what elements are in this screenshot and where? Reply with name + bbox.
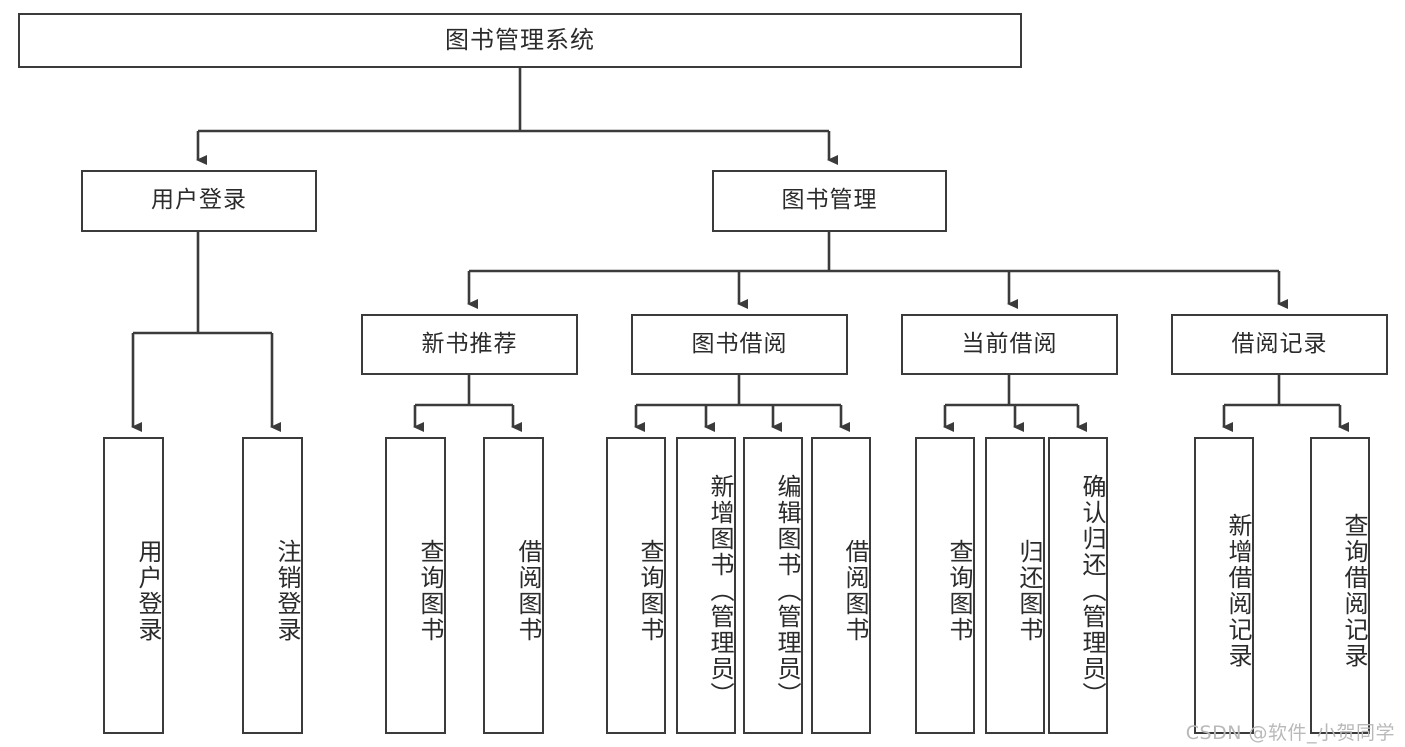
node-label: 新增借阅记录 — [1224, 512, 1252, 669]
node-label: 新增图书（管理员） — [706, 473, 734, 708]
node-label: 查询图书 — [416, 538, 444, 643]
node-book-management[interactable]: 图书管理 — [712, 170, 947, 232]
leaf-logout-login[interactable]: 注销登录 — [242, 437, 303, 734]
node-borrow-record[interactable]: 借阅记录 — [1171, 314, 1388, 375]
node-label: 注销登录 — [273, 538, 301, 643]
leaf-confirm-return-admin[interactable]: 确认归还（管理员） — [1048, 437, 1108, 734]
node-user-login[interactable]: 用户登录 — [81, 170, 317, 232]
node-label: 查询图书 — [636, 538, 664, 643]
node-label: 查询图书 — [945, 538, 973, 643]
node-label: 用户登录 — [134, 538, 162, 643]
node-label: 当前借阅 — [961, 330, 1058, 357]
node-label: 图书管理 — [781, 187, 878, 214]
leaf-query-book-borrow[interactable]: 查询图书 — [606, 437, 666, 734]
leaf-user-login[interactable]: 用户登录 — [103, 437, 164, 734]
node-new-book-recommend[interactable]: 新书推荐 — [361, 314, 578, 375]
watermark-text: CSDN @软件_小贺同学 — [1185, 722, 1395, 744]
node-label: 编辑图书（管理员） — [773, 473, 801, 708]
leaf-query-book-current[interactable]: 查询图书 — [915, 437, 975, 734]
node-label: 图书管理系统 — [445, 26, 595, 55]
node-label: 借阅图书 — [841, 538, 869, 643]
leaf-borrow-book[interactable]: 借阅图书 — [811, 437, 871, 734]
node-label: 借阅图书 — [514, 538, 542, 643]
leaf-return-book[interactable]: 归还图书 — [985, 437, 1045, 734]
node-label: 用户登录 — [151, 187, 247, 214]
node-label: 新书推荐 — [421, 330, 518, 357]
leaf-query-borrow-record[interactable]: 查询借阅记录 — [1310, 437, 1370, 734]
node-current-borrow[interactable]: 当前借阅 — [901, 314, 1118, 375]
leaf-add-book-admin[interactable]: 新增图书（管理员） — [676, 437, 736, 734]
leaf-query-book-recommend[interactable]: 查询图书 — [385, 437, 446, 734]
leaf-borrow-book-recommend[interactable]: 借阅图书 — [483, 437, 544, 734]
node-root-book-management-system[interactable]: 图书管理系统 — [18, 13, 1022, 68]
leaf-add-borrow-record[interactable]: 新增借阅记录 — [1194, 437, 1254, 734]
node-label: 确认归还（管理员） — [1078, 473, 1106, 708]
node-label: 图书借阅 — [691, 330, 788, 357]
node-label: 归还图书 — [1015, 538, 1043, 643]
node-book-borrow[interactable]: 图书借阅 — [631, 314, 848, 375]
leaf-edit-book-admin[interactable]: 编辑图书（管理员） — [743, 437, 803, 734]
node-label: 查询借阅记录 — [1340, 512, 1368, 669]
node-label: 借阅记录 — [1231, 330, 1328, 357]
